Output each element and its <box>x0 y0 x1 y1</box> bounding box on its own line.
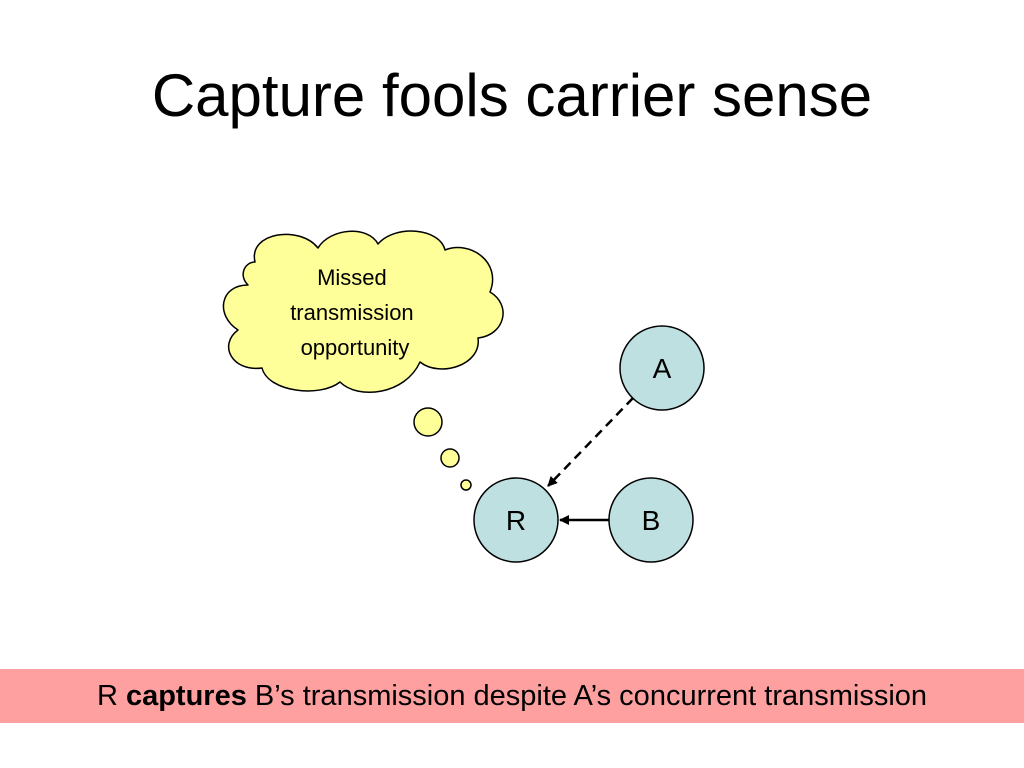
node-a-circle <box>619 325 705 411</box>
caption: R captures B’s transmission despite A’s … <box>0 670 1024 722</box>
node-r-label: R <box>506 505 526 536</box>
node-b-circle <box>608 477 694 563</box>
caption-emphasis: captures <box>125 680 247 712</box>
node-b: B <box>608 477 694 563</box>
dashed-link-a-to-r <box>547 397 634 487</box>
thought-text: Missed transmission opportunity <box>290 265 420 360</box>
node-r: R <box>473 477 559 563</box>
thought-dot-small <box>460 479 472 491</box>
thought-dot-large <box>413 407 443 437</box>
node-r-circle <box>473 477 559 563</box>
caption-prefix: R <box>96 680 126 712</box>
slide-title: Capture fools carrier sense <box>151 62 873 129</box>
thought-line-3: opportunity <box>301 335 410 360</box>
caption-bar <box>0 669 1024 723</box>
node-a: A <box>619 325 705 411</box>
node-b-label: B <box>642 505 661 536</box>
thought-dot-medium <box>440 448 460 468</box>
thought-cloud-shape <box>222 230 504 394</box>
thought-bubble: Missed transmission opportunity <box>222 230 504 491</box>
thought-line-2: transmission <box>290 300 413 325</box>
node-a-label: A <box>653 353 672 384</box>
caption-suffix: B’s transmission despite A’s concurrent … <box>246 680 928 712</box>
thought-line-1: Missed <box>317 265 387 290</box>
